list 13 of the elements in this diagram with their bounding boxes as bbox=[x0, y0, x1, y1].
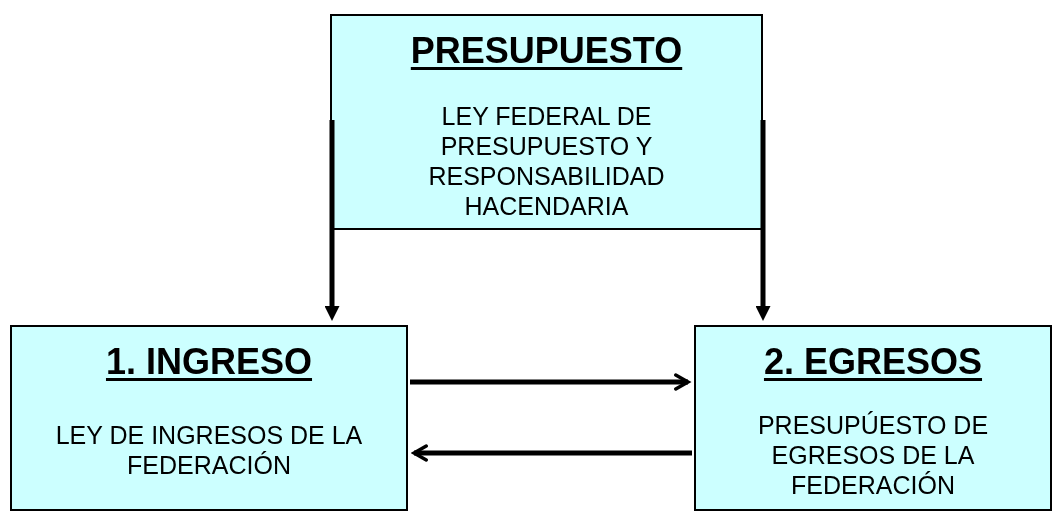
box-text: PRESUPÚESTO DE EGRESOS DE LA FEDERACIÓN bbox=[756, 410, 990, 500]
process-box bbox=[10, 325, 408, 511]
box-title: PRESUPUESTO bbox=[410, 29, 683, 73]
box-title: 1. INGRESO bbox=[105, 340, 313, 384]
process-box bbox=[694, 325, 1052, 511]
box-text: LEY FEDERAL DE PRESUPUESTO Y RESPONSABILIDAD HACENDARIA bbox=[427, 101, 666, 221]
arrow bbox=[412, 444, 692, 462]
arrow bbox=[410, 373, 690, 391]
box-title: 2. EGRESOS bbox=[763, 340, 983, 384]
process-box bbox=[330, 14, 763, 230]
box-text: LEY DE INGRESOS DE LA FEDERACIÓN bbox=[54, 420, 364, 480]
arrow bbox=[324, 120, 340, 321]
arrow bbox=[755, 120, 771, 321]
